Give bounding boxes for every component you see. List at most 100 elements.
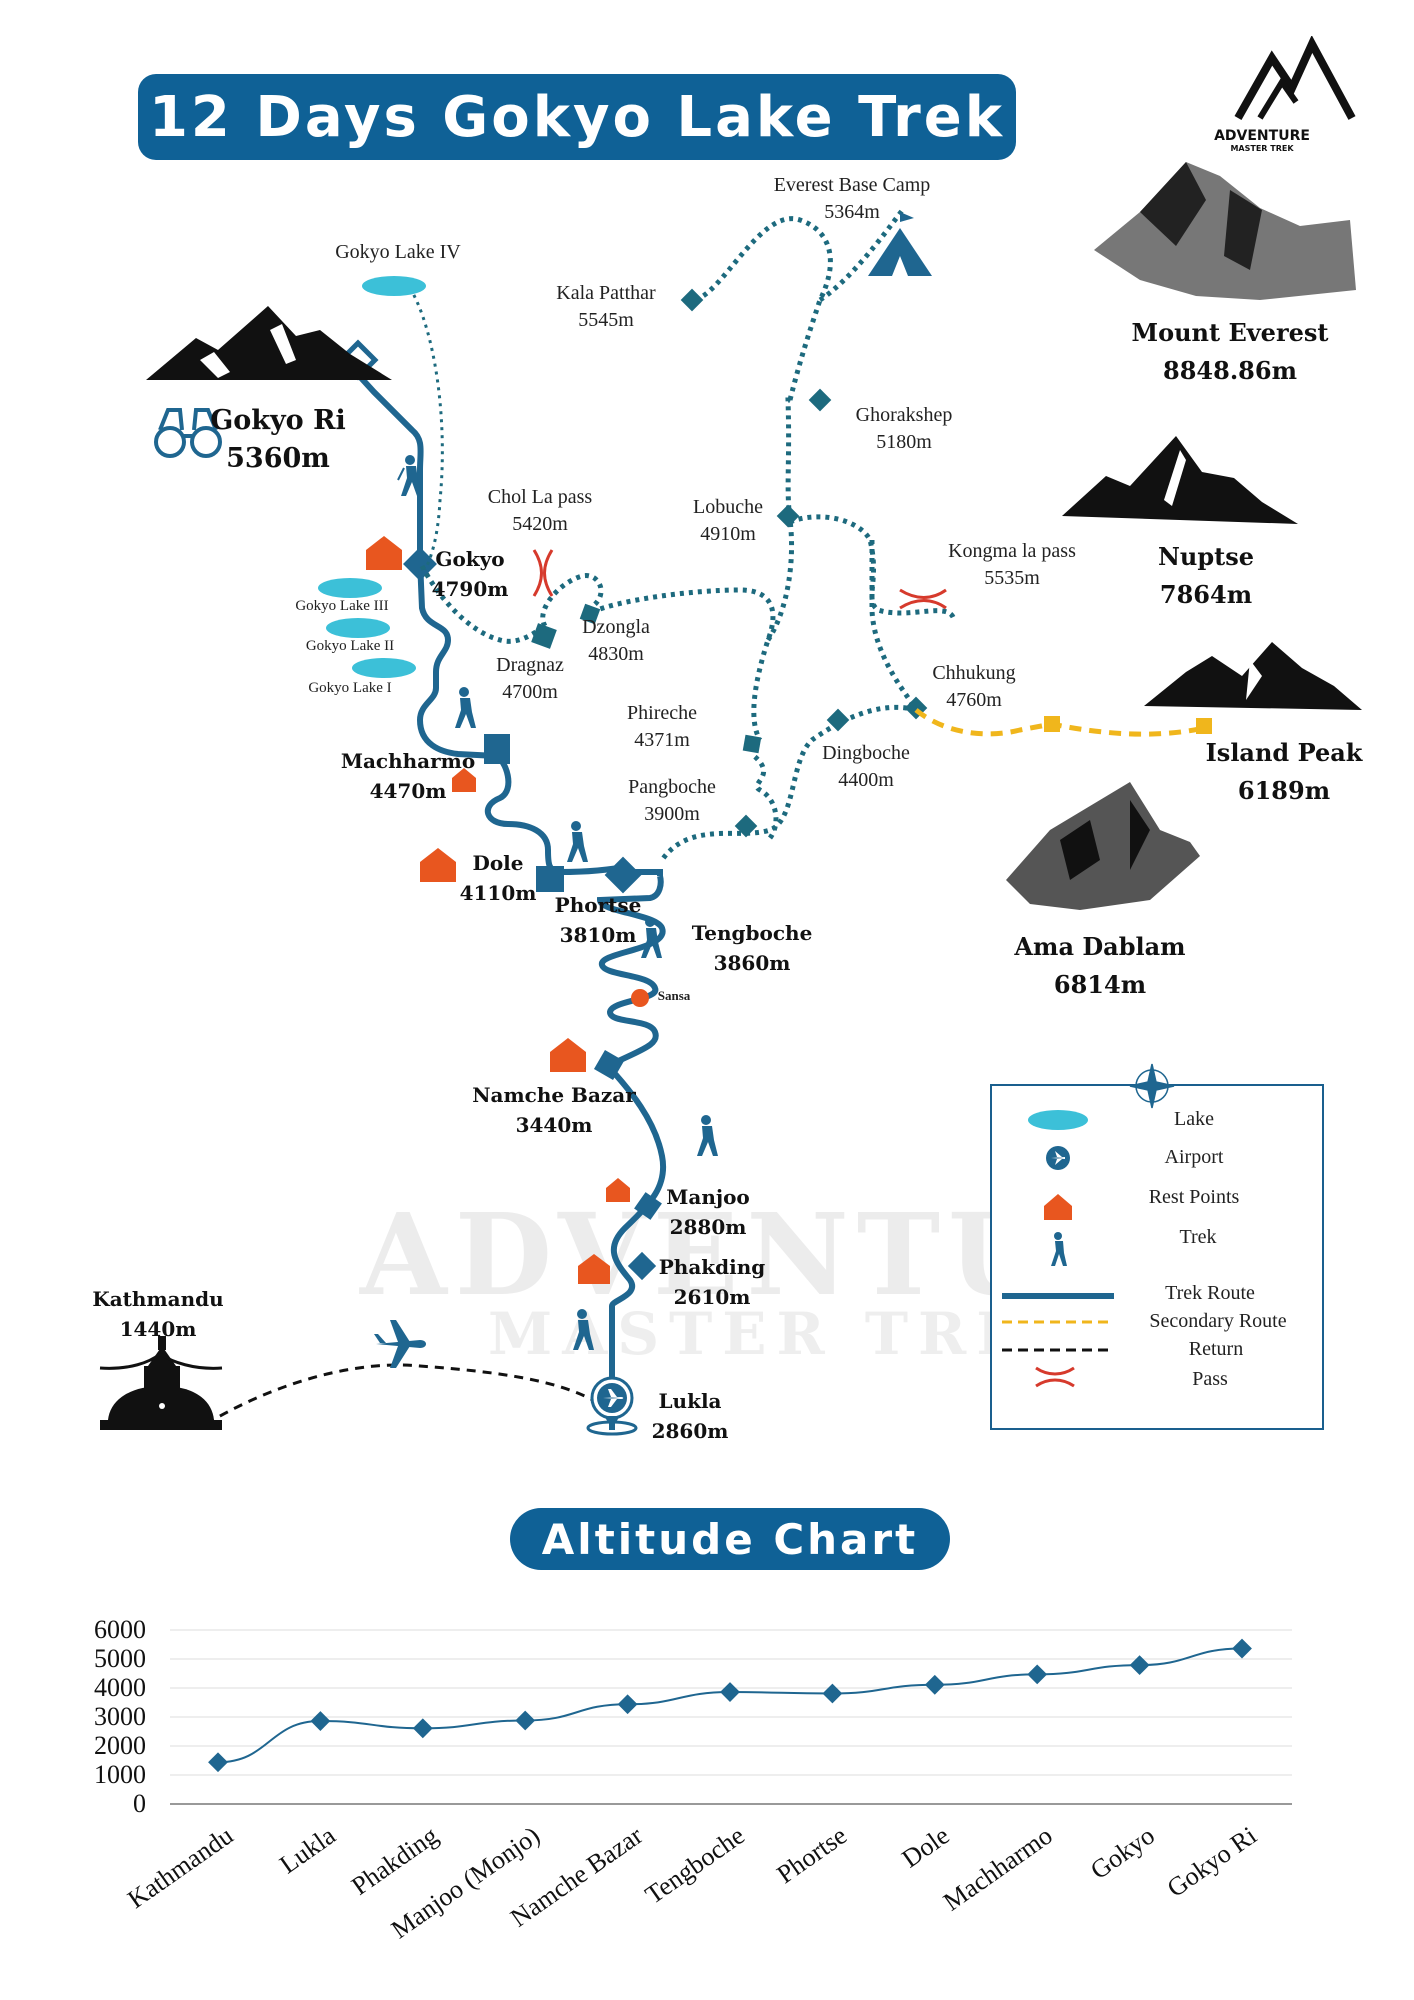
secondary-marker-2 [1196, 718, 1212, 734]
plane-icon [374, 1320, 426, 1368]
page-title: 12 Days Gokyo Lake Trek [138, 74, 1016, 160]
gokyo-lake-ii-shape [326, 618, 390, 638]
gokyo-marker [403, 547, 437, 581]
base-camp-tent-icon [868, 212, 932, 276]
y-tick-label: 0 [133, 1789, 146, 1818]
altitude-point [310, 1711, 331, 1731]
legend-lake-label: Lake [1174, 1108, 1214, 1130]
dole-marker [536, 866, 564, 892]
pangboche-marker [734, 814, 758, 838]
legend-symbols [1002, 1063, 1175, 1388]
legend-airport-label: Airport [1164, 1146, 1224, 1168]
altitude-point [412, 1718, 433, 1739]
trek-icon [573, 1309, 594, 1350]
airport-icon [586, 1376, 638, 1436]
gokyo-lake-iii-label: Gokyo Lake III [295, 598, 389, 614]
gokyo-lake-iii-shape [318, 578, 382, 598]
altitude-point [617, 1694, 638, 1715]
trek-map [99, 162, 1362, 1436]
legend-pass-icon [1035, 1366, 1075, 1388]
legend-rest-icon [1044, 1194, 1072, 1220]
trek-icon [697, 1115, 718, 1156]
altitude-chart-title: Altitude Chart [510, 1508, 950, 1570]
altitude-point [1129, 1655, 1150, 1675]
lobuche-marker [776, 504, 800, 528]
rest-point-icon [606, 1178, 630, 1202]
altitude-chart [170, 1629, 1292, 1805]
dzongla-marker [579, 603, 601, 625]
return-route-line [205, 1363, 601, 1426]
dragnaz-marker [531, 623, 557, 649]
legend-trek-route-label: Trek Route [1165, 1282, 1255, 1304]
trek-icon [455, 687, 476, 728]
mountain-logo-icon [1234, 36, 1356, 120]
rest-point-icon [452, 768, 476, 792]
rest-point-icon [420, 848, 456, 882]
rest-point-icon [550, 1038, 586, 1072]
page-title-text: 12 Days Gokyo Lake Trek [148, 84, 1006, 150]
kala-patthar-marker [680, 288, 704, 312]
trek-icon [641, 917, 662, 958]
y-tick-label: 5000 [94, 1644, 146, 1673]
machharmo-marker [484, 734, 510, 764]
altitude-point [1027, 1664, 1048, 1685]
logo-text: ADVENTURE [1214, 128, 1310, 144]
y-tick-label: 3000 [94, 1702, 146, 1731]
secondary-marker-1 [1044, 716, 1060, 732]
altitude-point [924, 1674, 945, 1695]
island-peak-mountain-icon [1144, 642, 1362, 710]
namche-marker [593, 1049, 625, 1081]
altitude-point [208, 1752, 228, 1773]
gokyo-lake-i-shape [352, 658, 416, 678]
gokyo-lake-ii-label: Gokyo Lake II [305, 638, 395, 654]
altitude-point [515, 1710, 536, 1731]
legend-trek-icon [1051, 1232, 1067, 1266]
sansa-label: Sansa [657, 988, 691, 1003]
trek-icon [397, 455, 422, 496]
gokyo-lake-i-label: Gokyo Lake I [308, 680, 392, 696]
altitude-point [1232, 1638, 1252, 1659]
gokyo-lake-iv-shape [362, 276, 426, 296]
gokyo-ri-mountain-icon [146, 306, 392, 380]
sansa-marker [631, 989, 649, 1007]
y-tick-label: 6000 [94, 1615, 146, 1644]
dingboche-marker [826, 708, 850, 732]
manjoo-marker [634, 1192, 662, 1220]
gokyo-lake-iv-label: Gokyo Lake IV [335, 241, 461, 263]
altitude-point [822, 1683, 843, 1704]
legend-airport-icon [1046, 1146, 1070, 1170]
legend-secondary-label: Secondary Route [1149, 1310, 1287, 1332]
rest-points [366, 536, 630, 1284]
y-tick-label: 2000 [94, 1731, 146, 1760]
rest-point-icon [578, 1254, 610, 1284]
gorakshep-marker [808, 388, 832, 412]
stupa-icon [99, 1336, 223, 1430]
phireche-marker [742, 734, 762, 754]
phortse-marker [604, 856, 642, 894]
legend-lake-icon [1028, 1110, 1088, 1130]
legend-rest-label: Rest Points [1148, 1186, 1240, 1208]
chol-la-pass-icon [532, 549, 554, 597]
y-tick-label: 4000 [94, 1673, 146, 1702]
